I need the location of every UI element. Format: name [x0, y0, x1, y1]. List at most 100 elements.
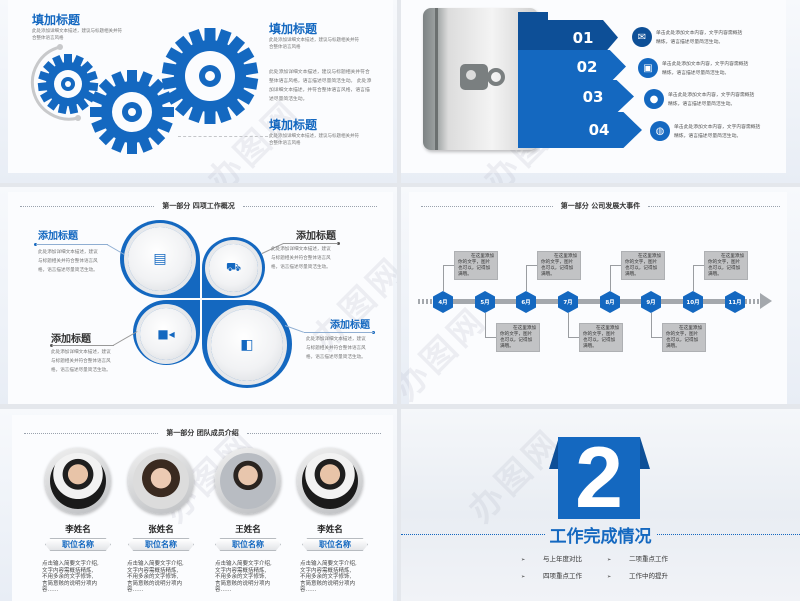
section-header: 第一部分 团队成员介绍	[0, 428, 397, 438]
block-desc: 此处添加详细文本描述，建议与标题相关并符	[269, 38, 359, 43]
video-camera-icon: ■◂	[157, 327, 175, 341]
box-wing-right	[640, 437, 650, 469]
connector	[443, 265, 455, 291]
item-desc: 此处添加详细文本描述，建议 与标题相关并符合整体语言风 格，语言描述尽量简洁生动…	[38, 250, 98, 273]
section-header: 第一部分 公司发展大事件	[401, 201, 800, 211]
member-name: 张姓名	[148, 525, 174, 535]
item-text: 单击此处添加文本内容，文字内容需概括 精炼，语言描述尽量简洁生动。	[656, 31, 743, 45]
leader-line	[52, 345, 114, 346]
block-2: 填加标题 此处添加详细文本描述，建议与标题相关并符 合整体语言风格	[269, 20, 359, 51]
item-title: 添加标题	[38, 231, 78, 242]
item-desc: 此处添加详细文本描述，建议 与标题相关并符合整体语言风 格，语言描述尽量简洁生动…	[51, 350, 111, 373]
truck-icon: ⛟	[225, 260, 242, 274]
member-name: 王姓名	[235, 525, 261, 535]
block-3: 填加标题 此处添加详细文本描述，建议与标题相关并符 合整体语言风格	[269, 116, 359, 147]
item-title: 添加标题	[51, 334, 91, 345]
gift-icon: ▣	[638, 58, 658, 78]
connector	[485, 313, 497, 338]
leader-line	[304, 332, 374, 333]
role-tag: 职位名称	[215, 538, 281, 551]
avatar	[220, 453, 276, 509]
leader-line	[283, 243, 338, 244]
connector	[526, 265, 538, 291]
slide-timeline[interactable]: 办图网 第一部分 公司发展大事件 4月 5月 6月 7月 8月 9月 10月 1…	[401, 187, 800, 404]
bullet-item[interactable]: ➢四项重点工作	[521, 572, 582, 580]
month-5[interactable]: 5月	[475, 291, 495, 313]
item-title: 添加标题	[296, 231, 336, 242]
connector	[568, 313, 580, 338]
member-desc: 点击输入简要文字介绍,文字内容需概括精炼,不用多余的文字修饰,言简意赅的说明分项…	[300, 561, 357, 594]
avatar	[50, 453, 106, 509]
bullet-item[interactable]: ➢与上年度对比	[521, 555, 582, 563]
member-desc: 点击输入简要文字介绍,文字内容需概括精炼,不用多余的文字修饰,言简意赅的说明分项…	[127, 561, 184, 594]
gear-icon	[90, 70, 174, 154]
gear-disc: ■◂	[140, 308, 192, 360]
item-desc: 此处添加详细文本描述，建议 与标题相关并符合整体语言风 格，语言描述尽量简洁生动…	[306, 337, 366, 360]
team-icon: ●	[644, 89, 664, 109]
month-10[interactable]: 10月	[683, 291, 703, 313]
box-wing-left	[549, 437, 559, 469]
slide-section-cover[interactable]: 办图网 2 工作完成情况 ➢与上年度对比 ➢二项重点工作 ➢四项重点工作 ➢工作…	[401, 409, 800, 601]
timeline-dashes-right	[745, 299, 759, 304]
slide-team[interactable]: 办图网 第一部分 团队成员介绍 李姓名 职位名称 点击输入简要文字介绍,文字内容…	[0, 409, 397, 601]
leader-dot	[34, 243, 37, 246]
section-number: 2	[558, 435, 640, 521]
month-11[interactable]: 11月	[725, 291, 745, 313]
arrow-bullet-icon: ➢	[521, 557, 526, 563]
slide-gears[interactable]: 办图网 填加标题 此处添加详细文本描述，建议与标题相关并符 合整体语言风格	[0, 0, 397, 183]
gear-disc: ⛟	[209, 244, 258, 292]
item-text: 单击此处添加文本内容，文字内容需概括 精炼，语言描述尽量简洁生动。	[668, 93, 755, 107]
event-box[interactable]: 在这里添加你的文字，图片也可以，记得加满哦。	[704, 251, 748, 280]
event-box[interactable]: 在这里添加你的文字，图片也可以，记得加满哦。	[537, 251, 581, 280]
dashed-connector	[178, 136, 268, 137]
num-tab-01: 01	[518, 20, 618, 55]
member-name: 李姓名	[65, 525, 91, 535]
block-desc: 此处添加详细文本描述，建议与标题相关并符	[269, 134, 359, 139]
watermark: 办图网	[461, 421, 570, 531]
block-title: 填加标题	[269, 22, 318, 36]
arrow-bullet-icon: ➢	[607, 574, 612, 580]
connector	[651, 313, 663, 338]
slide-four-work[interactable]: 办图网 第一部分 四项工作概况 ▤ ⛟ ■◂ ◧ 添加标题 此处添加详细文本描述…	[0, 187, 397, 404]
block-title: 填加标题	[32, 13, 81, 27]
avatar	[302, 453, 358, 509]
member-desc: 点击输入简要文字介绍,文字内容需概括精炼,不用多余的文字修饰,言简意赅的说明分项…	[42, 561, 99, 594]
leader-line	[36, 244, 108, 245]
item-title: 添加标题	[330, 320, 370, 331]
item-text: 单击此处添加文本内容，文字内容需概括 精炼，语言描述尽量简洁生动。	[662, 62, 749, 76]
wallet-icon: ◧	[240, 337, 254, 353]
event-box[interactable]: 在这里添加你的文字，图片也可以，记得加满哦。	[496, 323, 540, 352]
month-8[interactable]: 8月	[600, 291, 620, 313]
block-paragraph: 此处添加详细文本描述，建议与标题相关并符合 整体语言风格，语言描述尽量简洁生动。…	[269, 70, 372, 102]
bullet-item[interactable]: ➢工作中的提升	[607, 572, 668, 580]
month-6[interactable]: 6月	[516, 291, 536, 313]
month-9[interactable]: 9月	[641, 291, 661, 313]
gear-disc: ▤	[128, 227, 192, 291]
role-tag: 职位名称	[128, 538, 194, 551]
arrow-bullet-icon: ➢	[521, 574, 526, 580]
slide-book-list[interactable]: 办图网 01 02 03 04 ✉ 单击此处添加文本内容，文字内容需概括 精炼，…	[401, 0, 800, 183]
role-tag: 职位名称	[302, 538, 368, 551]
connector	[693, 265, 705, 291]
block-desc: 合整体语言风格	[32, 36, 64, 41]
leader-dot	[50, 344, 53, 347]
arrow-bullet-icon: ➢	[607, 557, 612, 563]
event-box[interactable]: 在这里添加你的文字，图片也可以，记得加满哦。	[662, 323, 706, 352]
bullet-item[interactable]: ➢二项重点工作	[607, 555, 668, 563]
gear-icon	[161, 28, 259, 124]
event-box[interactable]: 在这里添加你的文字，图片也可以，记得加满哦。	[454, 251, 498, 280]
timeline-bar	[433, 299, 743, 304]
month-7[interactable]: 7月	[558, 291, 578, 313]
cabinet-icon: ▤	[153, 251, 167, 267]
block-title: 填加标题	[269, 118, 318, 132]
role-tag: 职位名称	[45, 538, 111, 551]
item-text: 单击此处添加文本内容，文字内容需概括 精炼，语言描述尽量简洁生动。	[674, 125, 761, 139]
event-box[interactable]: 在这里添加你的文字，图片也可以，记得加满哦。	[621, 251, 665, 280]
avatar	[133, 453, 189, 509]
month-4[interactable]: 4月	[433, 291, 453, 313]
event-box[interactable]: 在这里添加你的文字，图片也可以，记得加满哦。	[579, 323, 623, 352]
section-title: 工作完成情况	[401, 522, 800, 547]
item-desc: 此处添加详细文本描述，建议 与标题相关并符合整体语言风 格，语言描述尽量简洁生动…	[271, 247, 331, 270]
block-desc: 此处添加详细文本描述，建议与标题相关并符	[32, 29, 122, 34]
leader-dot	[337, 242, 340, 245]
